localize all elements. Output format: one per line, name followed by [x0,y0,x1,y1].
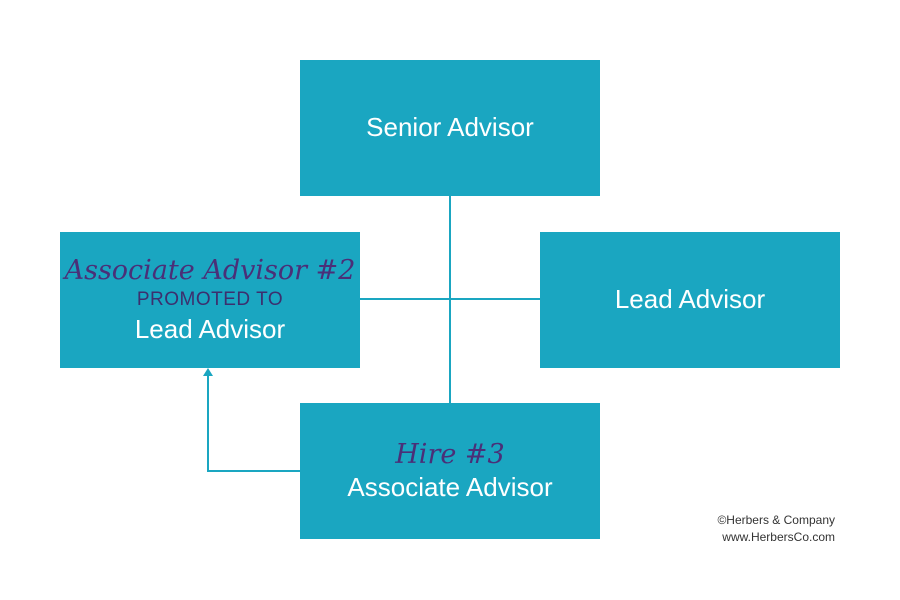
hire-3-associate-advisor-label: Associate Advisor [347,471,553,502]
hire-3-box: Hire #3 Associate Advisor [300,403,600,539]
promotion-arrow [207,374,300,472]
promoted-lead-advisor-label: Lead Advisor [134,313,286,344]
promotion-arrowhead [203,368,213,376]
lead-advisor-box: Lead Advisor [540,232,840,368]
hire-3-script-label: Hire #3 [395,439,505,471]
promoted-to-label: PROMOTED TO [136,289,284,311]
senior-advisor-box: Senior Advisor [300,60,600,196]
associate-advisor-2-box: Associate Advisor #2 PROMOTED TO Lead Ad… [60,232,360,368]
copyright-text: ©Herbers & Company [717,513,835,527]
associate-advisor-2-script-label: Associate Advisor #2 [64,254,356,286]
lead-advisor-label: Lead Advisor [614,284,766,315]
footer-credits: ©Herbers & Company www.HerbersCo.com [717,512,835,547]
senior-advisor-label: Senior Advisor [366,112,534,143]
website-text: www.HerbersCo.com [722,530,835,545]
